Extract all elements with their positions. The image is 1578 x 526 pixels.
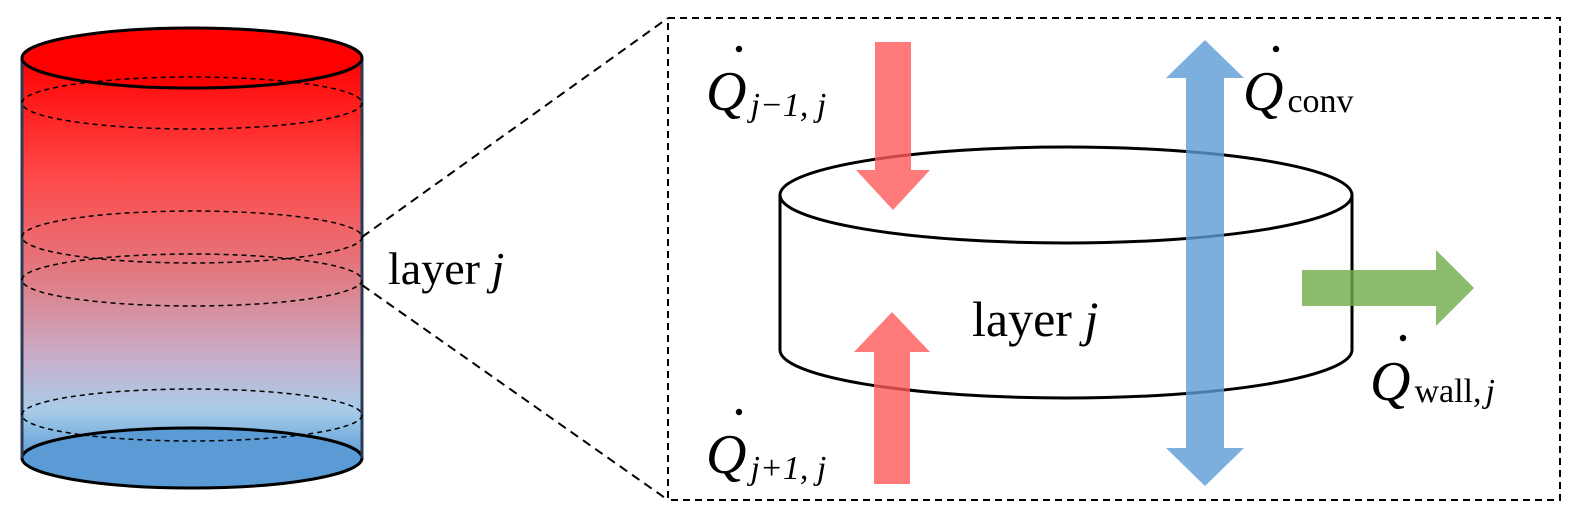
arrow-wall — [1302, 250, 1474, 326]
tank-bottom-rim — [20, 426, 364, 490]
arrow-convection — [1166, 40, 1244, 486]
tank-top — [20, 26, 364, 90]
dot-accent — [735, 45, 743, 53]
layer-boundary — [21, 388, 363, 442]
zoom-box — [667, 17, 1561, 501]
arrow-from-above — [856, 42, 930, 210]
svg-text:Qj+1, j: Qj+1, j — [706, 424, 826, 487]
zoom-line-top — [361, 17, 669, 238]
dot-accent — [1272, 45, 1280, 53]
layer-boundary — [21, 76, 363, 130]
svg-text:Qj−1, j: Qj−1, j — [706, 61, 826, 124]
tank-body — [22, 58, 362, 458]
disk-top — [778, 145, 1354, 245]
storage-tank — [20, 26, 364, 490]
dot-accent — [1399, 334, 1407, 342]
arrow-from-below — [854, 312, 930, 484]
zoom-line-bottom — [361, 284, 669, 501]
inner-layer-label: layer j — [972, 291, 1098, 347]
layer-boundary — [21, 253, 363, 307]
layer-label: layer j — [388, 243, 504, 294]
layer-disk — [778, 145, 1354, 400]
dot-accent — [735, 408, 743, 416]
